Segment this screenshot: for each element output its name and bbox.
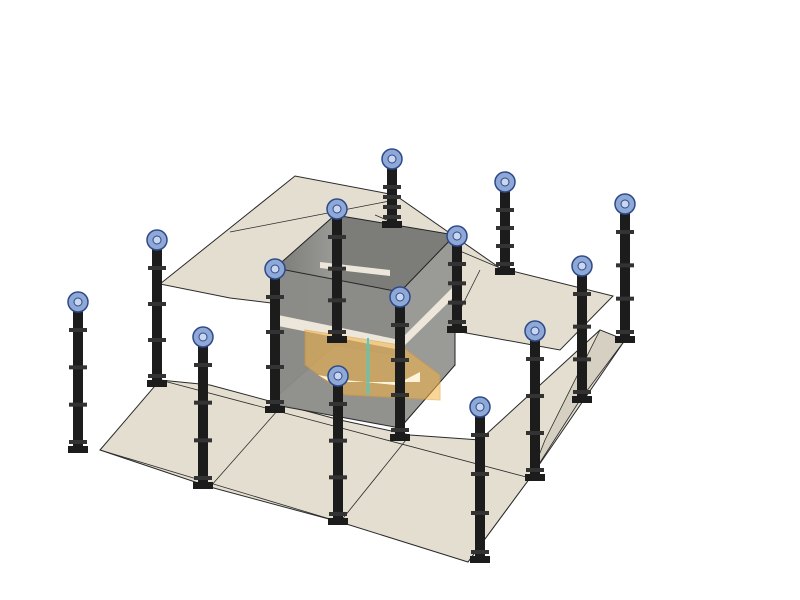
support-column[interactable] xyxy=(614,193,636,343)
support-column[interactable] xyxy=(469,396,491,563)
support-column[interactable] xyxy=(327,365,349,525)
support-column[interactable] xyxy=(146,229,168,387)
support-column[interactable] xyxy=(571,255,593,403)
support-column[interactable] xyxy=(326,198,348,343)
support-column[interactable] xyxy=(192,326,214,489)
central-enclosure[interactable] xyxy=(274,213,456,430)
column-group[interactable] xyxy=(67,148,636,563)
support-column[interactable] xyxy=(494,171,516,275)
support-column[interactable] xyxy=(524,320,546,481)
support-column[interactable] xyxy=(264,258,286,413)
support-column[interactable] xyxy=(67,291,89,453)
support-column[interactable] xyxy=(446,225,468,333)
support-column[interactable] xyxy=(381,148,403,228)
support-column[interactable] xyxy=(389,286,411,441)
lower-deck[interactable] xyxy=(99,329,626,563)
